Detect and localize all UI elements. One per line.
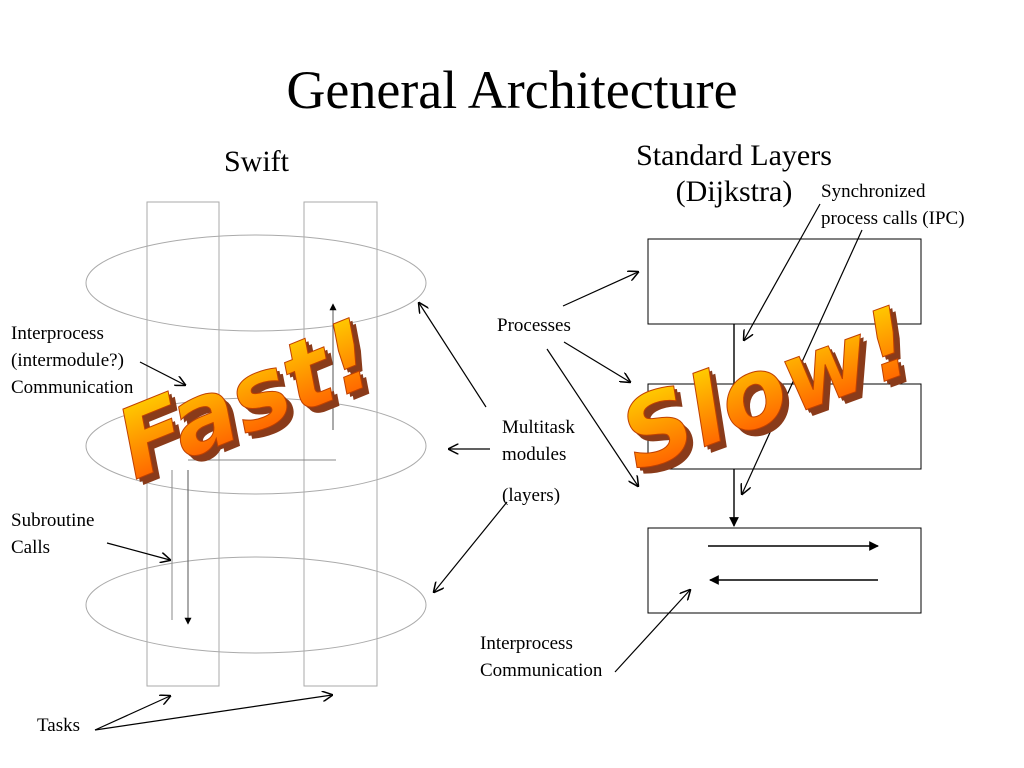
layer-box-top: [647, 238, 922, 325]
fast-wordart: Fast! Fast! Fast!: [101, 297, 397, 507]
swift-ipc-line2: (intermodule?): [11, 350, 124, 371]
subroutine-pointer-arrow: [106, 542, 170, 560]
task-column-right: [303, 201, 378, 687]
standard-ipc-line2: Communication: [480, 660, 603, 681]
standard-ipc-label: Interprocess Communication: [480, 630, 602, 684]
multitask-line2: modules: [502, 444, 567, 465]
layers-label: (layers): [502, 485, 561, 506]
module-ellipse-top: [85, 234, 427, 332]
processes-arrow-1: [562, 272, 638, 307]
page-title: General Architecture: [286, 60, 738, 120]
multitask-line1: Multitask: [502, 417, 575, 438]
sync-line2: process calls (IPC): [821, 208, 965, 229]
sync-arrow-1: [744, 203, 821, 340]
task-column-left: [146, 201, 220, 687]
swift-ipc-line1: Interprocess: [11, 323, 104, 344]
processes-arrow-3: [546, 348, 638, 486]
processes-label: Processes: [497, 315, 571, 336]
swift-ipc-line3: Communication: [11, 377, 134, 398]
multitask-arrow-bottom: [434, 501, 508, 592]
swift-heading: Swift: [224, 145, 290, 178]
sync-arrow-2: [742, 229, 863, 494]
tasks-arrow-left: [94, 696, 170, 731]
standard-heading-line1: Standard Layers: [636, 139, 832, 172]
standard-ipc-line1: Interprocess: [480, 633, 573, 654]
subroutine-line1: Subroutine: [11, 510, 95, 531]
multitask-label: Multitask modules: [502, 414, 575, 468]
module-ellipse-bottom: [85, 556, 427, 654]
module-ellipse-middle: [85, 397, 427, 495]
multitask-arrow-top: [419, 303, 487, 408]
tasks-arrow-right: [94, 695, 332, 731]
layer-box-bottom: [647, 527, 922, 614]
ipc-pointer-arrow-right: [614, 590, 690, 673]
sync-line1: Synchronized: [821, 181, 926, 202]
tasks-label: Tasks: [37, 715, 81, 736]
subroutine-label: Subroutine Calls: [11, 507, 94, 561]
ipc-pointer-arrow: [139, 361, 185, 385]
processes-arrow-2: [563, 341, 630, 382]
subroutine-line2: Calls: [11, 537, 51, 558]
swift-ipc-label: Interprocess (intermodule?) Communicatio…: [11, 320, 133, 401]
standard-layers-heading: Standard Layers (Dijkstra): [604, 138, 864, 210]
svg-text:Fast!: Fast!: [101, 298, 390, 502]
sync-ipc-label: Synchronized process calls (IPC): [821, 178, 965, 232]
standard-heading-line2: (Dijkstra): [675, 175, 793, 208]
layer-box-middle: [647, 383, 922, 470]
